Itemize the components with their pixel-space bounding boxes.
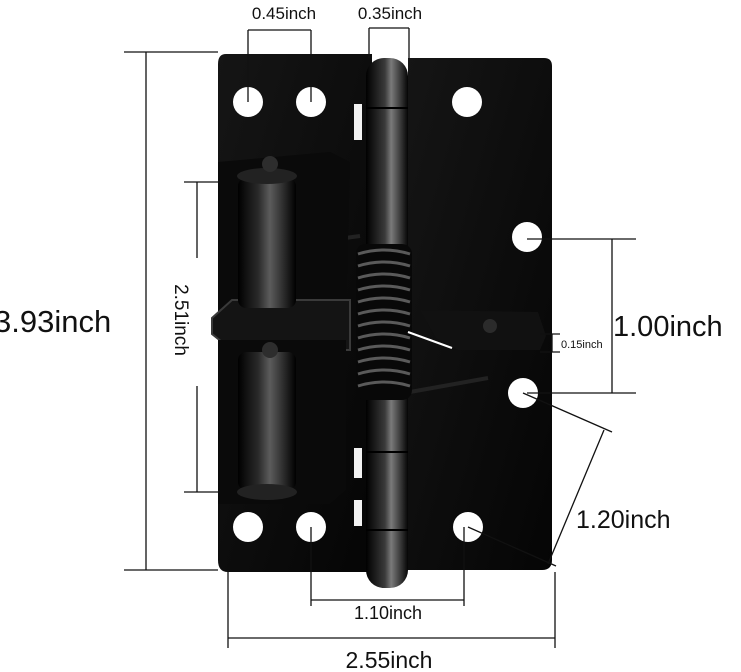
spring-coil <box>356 244 412 400</box>
total-height-label: 3.93inch <box>0 304 111 339</box>
screw-hole <box>452 87 482 117</box>
right-leaf-tab <box>420 310 546 350</box>
screw-hole <box>512 222 542 252</box>
spring-arm <box>409 376 489 394</box>
bottom-hole-spacing-label: 1.10inch <box>354 603 422 623</box>
tab-thickness-label: 0.15inch <box>561 339 603 351</box>
hole-spacing-top-label: 0.45inch <box>252 4 316 23</box>
hinge-illustration <box>211 54 552 588</box>
dimension-lines <box>124 27 636 648</box>
knuckle-width-label: 0.35inch <box>358 4 422 23</box>
hole-spacing-right-label: 1.00inch <box>613 311 723 343</box>
screw-hole <box>233 512 263 542</box>
bracket-height-label: 2.51inch <box>170 284 191 356</box>
diagonal-spacing-label: 1.20inch <box>576 506 671 534</box>
total-width-label: 2.55inch <box>346 647 433 672</box>
offset-bracket <box>211 152 351 504</box>
